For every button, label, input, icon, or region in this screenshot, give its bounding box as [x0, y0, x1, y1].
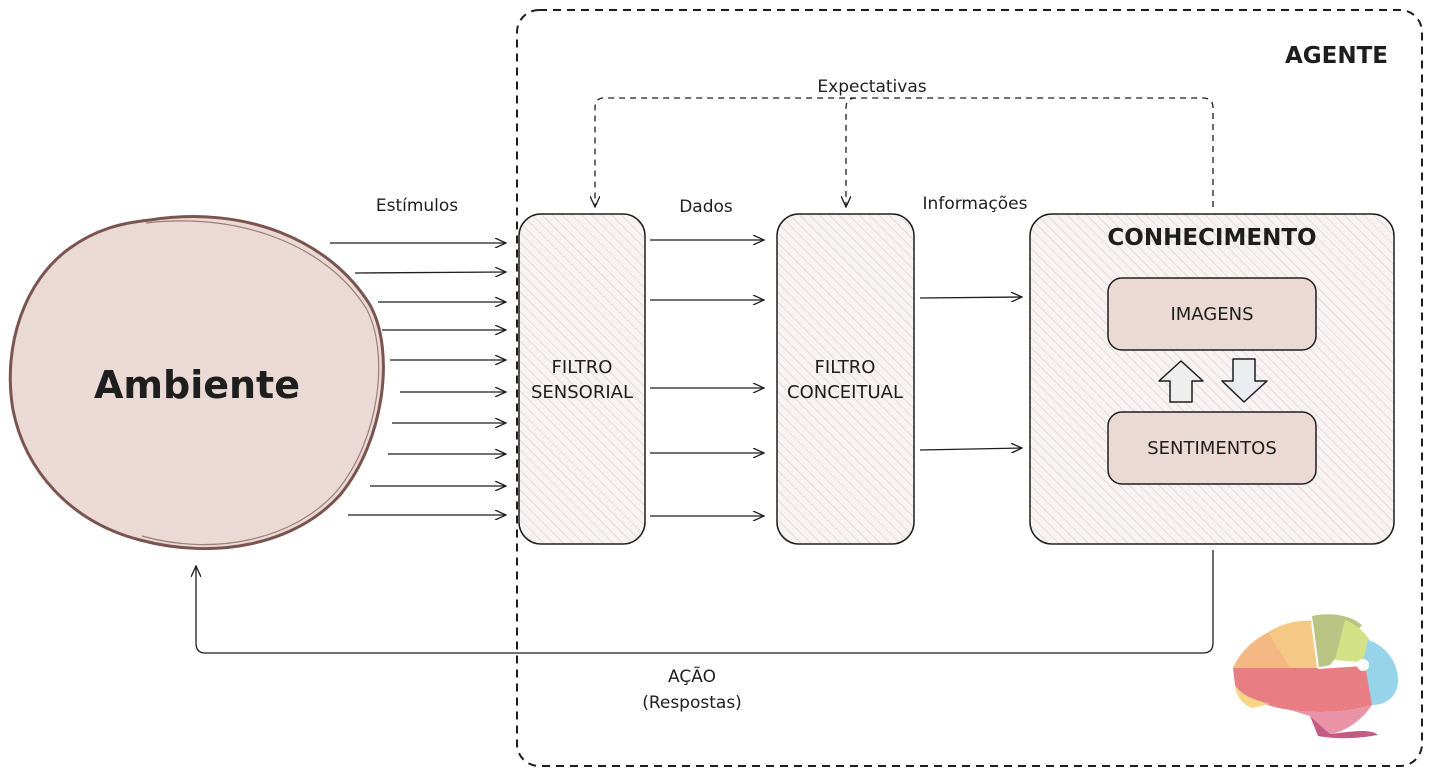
- sensory-filter-label-line1: FILTRO: [552, 357, 613, 378]
- data-arrows: [650, 240, 764, 516]
- responses-label: (Respostas): [642, 693, 742, 713]
- expectations-label: Expectativas: [817, 77, 926, 97]
- stimulus-arrow: [354, 272, 506, 273]
- images-box: [1107, 277, 1317, 351]
- sensory-filter-label-line2: SENSORIAL: [531, 382, 633, 403]
- environment-blob-outline: [141, 220, 380, 546]
- stimuli-label: Estímulos: [376, 196, 458, 216]
- action-path: [196, 550, 1214, 654]
- expectations-branch: [846, 97, 857, 207]
- feelings-label: SENTIMENTOS: [1147, 438, 1277, 459]
- up-arrow-icon: [1158, 360, 1204, 403]
- environment-blob: [8, 215, 385, 550]
- conceptual-filter-label-line2: CONCEITUAL: [787, 382, 903, 403]
- down-arrow-icon: [1221, 358, 1268, 403]
- sensory-filter-box: [518, 213, 646, 545]
- feelings-box: [1107, 411, 1317, 485]
- conceptual-filter-box: [776, 213, 915, 545]
- environment-label: Ambiente: [94, 363, 300, 407]
- images-label: IMAGENS: [1170, 304, 1253, 325]
- action-label: AÇÃO: [668, 665, 716, 687]
- brain-logo-icon: [1233, 614, 1398, 739]
- conceptual-filter-label-line1: FILTRO: [815, 357, 876, 378]
- expectations-path: [595, 97, 1214, 207]
- agent-boundary: [516, 9, 1423, 767]
- information-arrow: [919, 297, 1022, 298]
- stimuli-arrows: [330, 243, 506, 515]
- information-arrows: [919, 297, 1022, 450]
- knowledge-title: CONHECIMENTO: [1107, 225, 1316, 251]
- information-label: Informações: [923, 194, 1028, 214]
- knowledge-box: [1029, 213, 1395, 545]
- agent-label: AGENTE: [1285, 43, 1388, 69]
- information-arrow: [919, 448, 1022, 450]
- data-label: Dados: [679, 197, 733, 217]
